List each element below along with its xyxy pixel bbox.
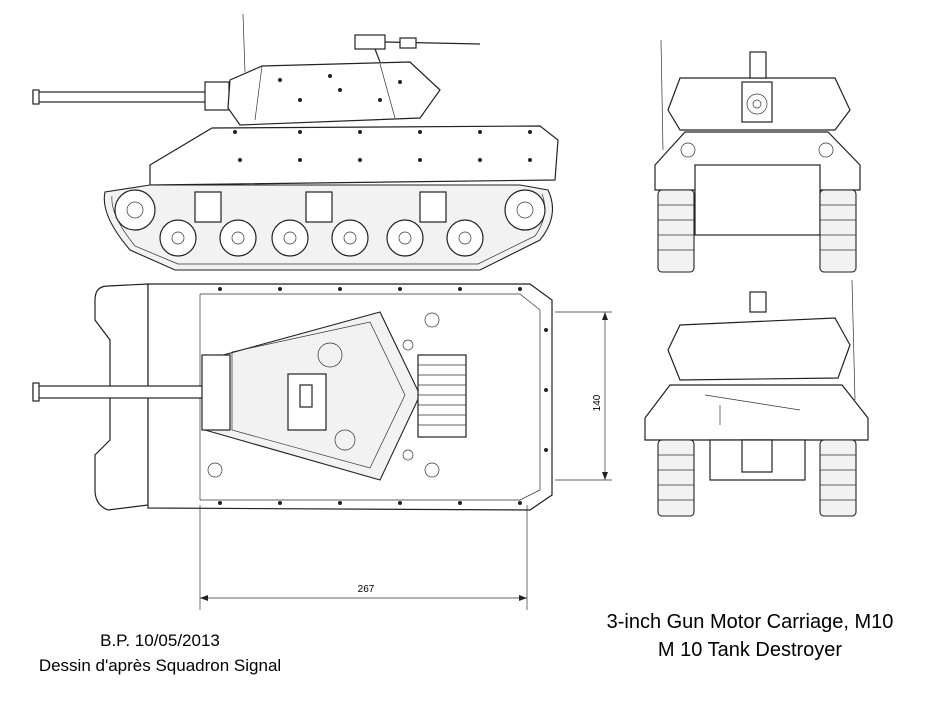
road-wheels (159, 219, 484, 257)
main-gun (32, 81, 230, 111)
top-view (32, 283, 553, 511)
turret (227, 61, 441, 126)
machine-gun (354, 34, 481, 63)
height-dimension-label: 140 (592, 394, 603, 411)
top-rivets (218, 287, 548, 505)
length-dimension-label: 267 (358, 584, 375, 595)
front-view (654, 39, 861, 273)
side-view (32, 13, 559, 271)
author-credit: B.P. 10/05/2013 Dessin d'après Squadron … (10, 628, 310, 678)
rear-tracks (657, 439, 857, 517)
vehicle-title: 3-inch Gun Motor Carriage, M10 M 10 Tank… (580, 608, 920, 664)
hull-rivets (233, 74, 532, 162)
height-dimension: 140 (555, 311, 612, 481)
top-main-gun (32, 382, 204, 402)
title-line-1: 3-inch Gun Motor Carriage, M10 (606, 611, 894, 633)
bogies (194, 191, 447, 223)
title-line-2: M 10 Tank Destroyer (657, 639, 843, 661)
idler-wheel (504, 189, 546, 231)
length-dimension: 267 (199, 505, 528, 610)
drive-sprocket (114, 189, 156, 231)
rear-turret (667, 317, 851, 381)
upper-hull (149, 125, 559, 186)
front-tracks (657, 189, 857, 273)
engine-grille (417, 354, 467, 438)
credit-line-2: Dessin d'après Squadron Signal (38, 656, 282, 675)
rear-view (644, 279, 869, 517)
credit-line-1: B.P. 10/05/2013 (100, 631, 220, 650)
rear-hull (644, 384, 869, 441)
